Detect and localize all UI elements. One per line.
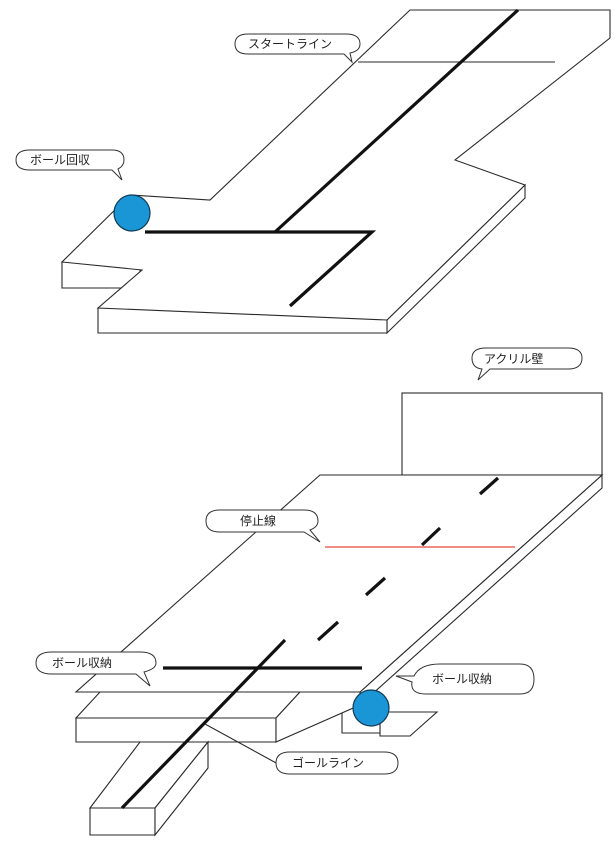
callout-ball-storage-right: ボール収納 xyxy=(395,663,535,695)
goal-strip-right xyxy=(154,740,209,837)
goal-strip-front xyxy=(89,807,156,836)
ball-storage-left-label: ボール収納 xyxy=(52,656,112,670)
ball-collect-label: ボール回収 xyxy=(30,153,90,167)
board-top-surface xyxy=(60,9,611,321)
acrylic-wall-panel xyxy=(401,392,603,476)
start-course-board xyxy=(60,8,611,335)
dash-3 xyxy=(364,576,387,597)
collection-ball xyxy=(113,194,151,232)
goal-track-lower xyxy=(120,638,287,810)
start-track-branch xyxy=(145,230,377,308)
start-line-label: スタートライン xyxy=(248,37,332,51)
callout-acrylic-wall: アクリル壁 xyxy=(471,347,583,381)
goal-front-slab-side xyxy=(75,717,277,743)
goal-line-label: ゴールライン xyxy=(292,755,364,770)
acrylic-wall-label: アクリル壁 xyxy=(484,351,543,366)
callout-ball-collect: ボール回収 xyxy=(15,149,125,181)
callout-start-line: スタートライン xyxy=(234,33,361,64)
ball-storage-right-label: ボール収納 xyxy=(432,672,492,686)
goal-course-board xyxy=(74,392,604,837)
dash-2 xyxy=(420,526,442,547)
goal-front-slab-right xyxy=(275,691,361,743)
dash-4 xyxy=(316,620,340,642)
goal-line-leader xyxy=(204,723,279,765)
callout-goal-line: ゴールライン xyxy=(204,723,399,775)
callout-stop-line: 停止線 xyxy=(205,509,321,543)
storage-ball xyxy=(352,689,390,727)
callout-ball-storage-left: ボール収納 xyxy=(35,651,157,687)
stop-line-label: 停止線 xyxy=(240,513,276,528)
start-track-main xyxy=(273,8,520,234)
goal-front-slab-top xyxy=(74,691,302,719)
right-storage-flap xyxy=(379,711,439,737)
dash-1 xyxy=(478,476,500,496)
